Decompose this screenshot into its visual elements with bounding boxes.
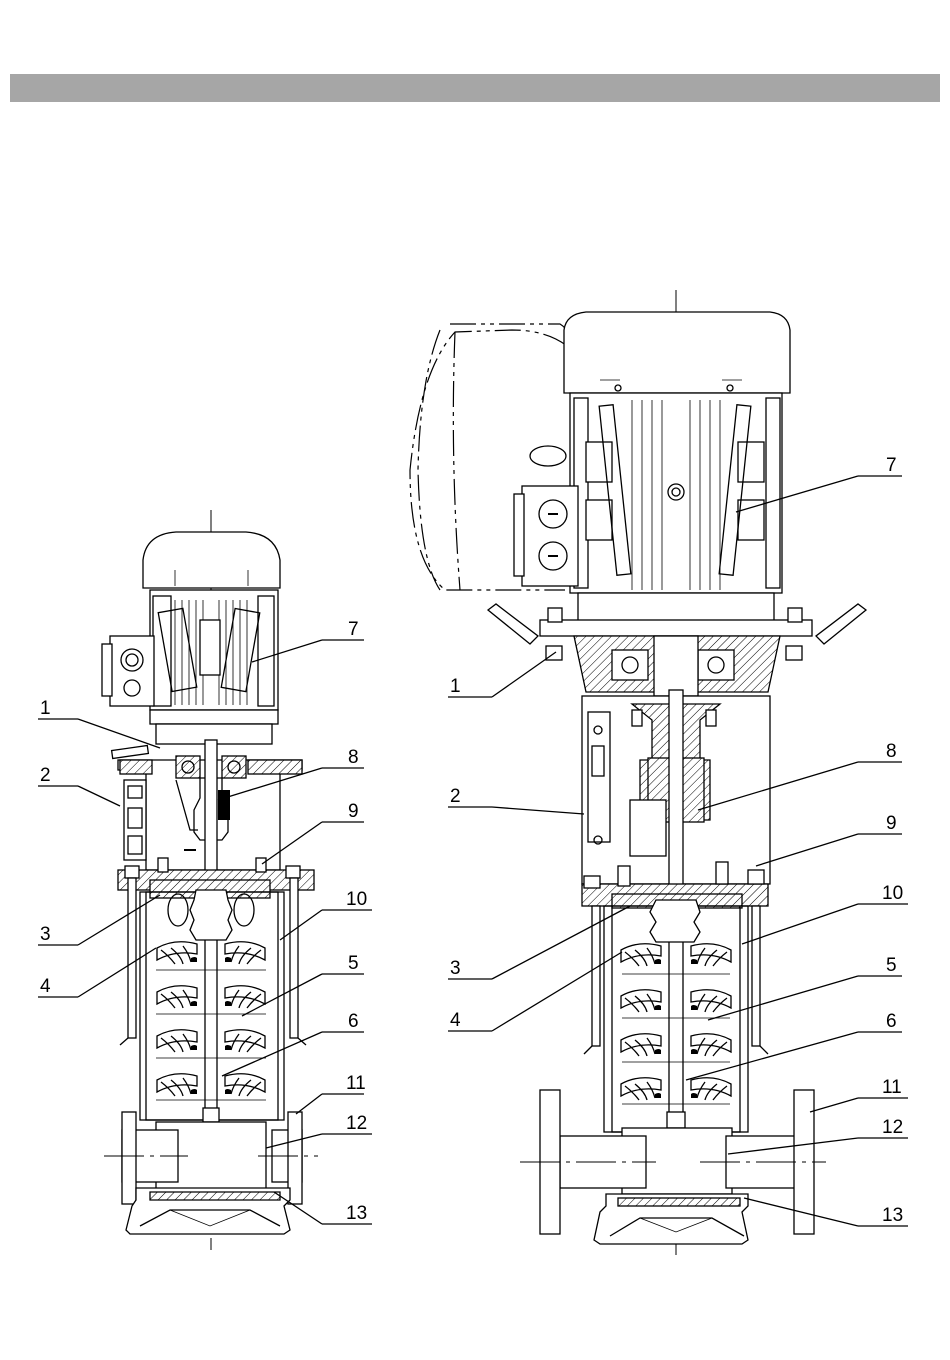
left-callout-1: 1 <box>40 698 51 719</box>
right-pump <box>410 290 866 1255</box>
right-callout-2: 2 <box>450 786 461 807</box>
left-callout-11: 11 <box>346 1073 366 1094</box>
left-callout-12: 12 <box>346 1113 367 1134</box>
right-callout-11: 11 <box>882 1077 902 1098</box>
right-callout-3: 3 <box>450 958 461 979</box>
left-callout-2: 2 <box>40 765 51 786</box>
left-callout-7: 7 <box>348 619 359 640</box>
right-callout-8: 8 <box>886 741 897 762</box>
left-pump <box>102 510 318 1250</box>
right-callout-12: 12 <box>882 1117 903 1138</box>
right-callout-5: 5 <box>886 955 897 976</box>
right-callout-10: 10 <box>882 883 903 904</box>
right-callout-7: 7 <box>886 455 897 476</box>
right-callout-9: 9 <box>886 813 897 834</box>
left-callout-4: 4 <box>40 976 51 997</box>
right-callout-13: 13 <box>882 1205 903 1226</box>
left-callout-8: 8 <box>348 747 359 768</box>
left-callout-9: 9 <box>348 801 359 822</box>
left-callout-3: 3 <box>40 924 51 945</box>
right-callout-1: 1 <box>450 676 461 697</box>
left-callout-6: 6 <box>348 1011 359 1032</box>
right-callout-4: 4 <box>450 1010 461 1031</box>
left-callout-13: 13 <box>346 1203 367 1224</box>
left-callout-10: 10 <box>346 889 367 910</box>
left-callout-5: 5 <box>348 953 359 974</box>
right-callout-6: 6 <box>886 1011 897 1032</box>
